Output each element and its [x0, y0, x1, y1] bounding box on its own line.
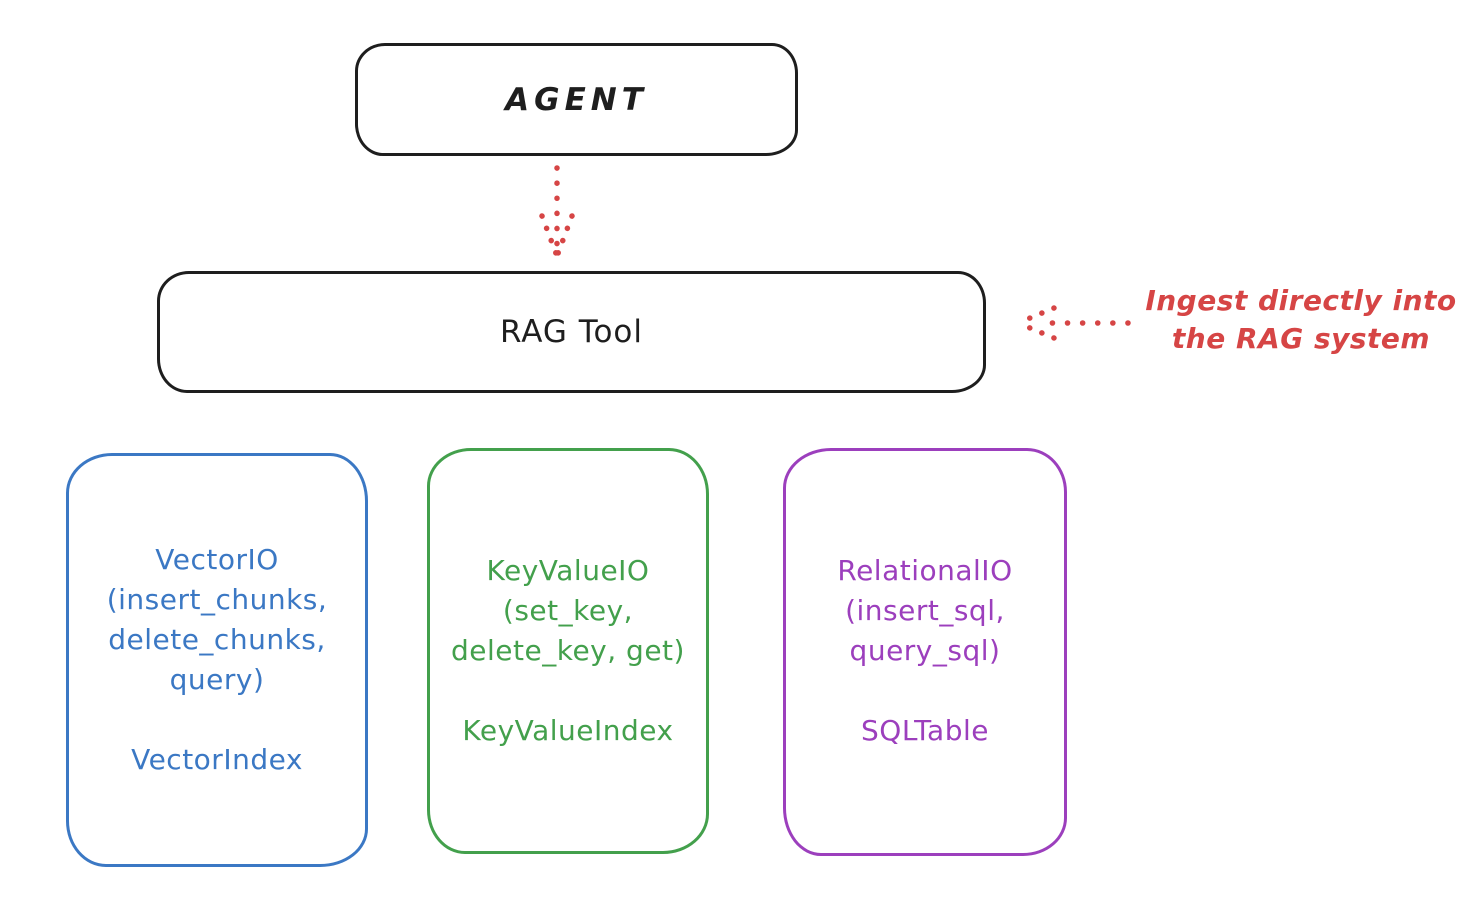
sql-table-label: SQLTable — [861, 714, 989, 747]
key-value-io-node: KeyValueIO (set_key, delete_key, get) Ke… — [427, 448, 709, 854]
relational-io-title: RelationalIO — [837, 554, 1013, 587]
left-arrow-icon — [1015, 305, 1131, 341]
relational-io-method-line: (insert_sql, — [845, 594, 1005, 627]
ingest-annotation-line1: Ingest directly into — [1145, 284, 1457, 317]
ingest-annotation-line2: the RAG system — [1171, 322, 1431, 355]
rag-tool-node: RAG Tool — [157, 271, 986, 393]
rag-tool-label: RAG Tool — [499, 314, 644, 350]
vector-io-method-line: (insert_chunks, — [106, 583, 328, 616]
relational-io-method-line: query_sql) — [849, 634, 1001, 667]
key-value-io-method-line: delete_key, get) — [451, 634, 685, 667]
vector-io-method-line: delete_chunks, — [108, 623, 326, 656]
agent-label: AGENT — [505, 81, 648, 118]
relational-io-node: RelationalIO (insert_sql, query_sql) SQL… — [783, 448, 1067, 856]
vector-io-node: VectorIO (insert_chunks, delete_chunks, … — [66, 453, 368, 867]
vector-io-title: VectorIO — [155, 543, 279, 576]
ingest-annotation: Ingest directly into the RAG system — [1128, 282, 1474, 358]
vector-index-label: VectorIndex — [131, 743, 303, 776]
key-value-index-label: KeyValueIndex — [462, 714, 674, 747]
agent-node: AGENT — [355, 43, 798, 156]
key-value-io-title: KeyValueIO — [486, 554, 650, 587]
key-value-io-method-line: (set_key, — [502, 594, 634, 627]
down-arrow-icon — [539, 165, 575, 259]
vector-io-method-line: query) — [169, 663, 265, 696]
